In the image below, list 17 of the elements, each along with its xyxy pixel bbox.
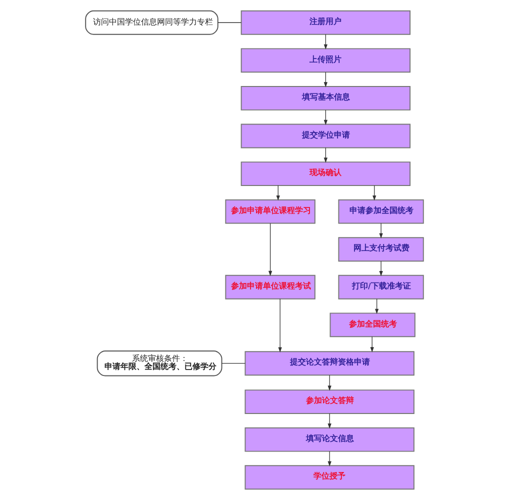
- arrow: [379, 222, 383, 238]
- arrow: [328, 413, 332, 429]
- arrow: [268, 223, 272, 276]
- arrow: [379, 260, 383, 276]
- arrow: [324, 34, 328, 50]
- connector: [218, 22, 242, 23]
- arrow: [374, 298, 379, 314]
- arrow: [278, 298, 282, 352]
- arrow: [328, 451, 332, 466]
- arrow: [324, 147, 328, 163]
- arrow: [372, 185, 376, 201]
- arrow: [370, 336, 374, 352]
- arrow: [324, 110, 328, 126]
- arrow: [324, 72, 328, 88]
- connector: [222, 363, 246, 364]
- arrow: [328, 374, 332, 391]
- arrow: [276, 185, 280, 201]
